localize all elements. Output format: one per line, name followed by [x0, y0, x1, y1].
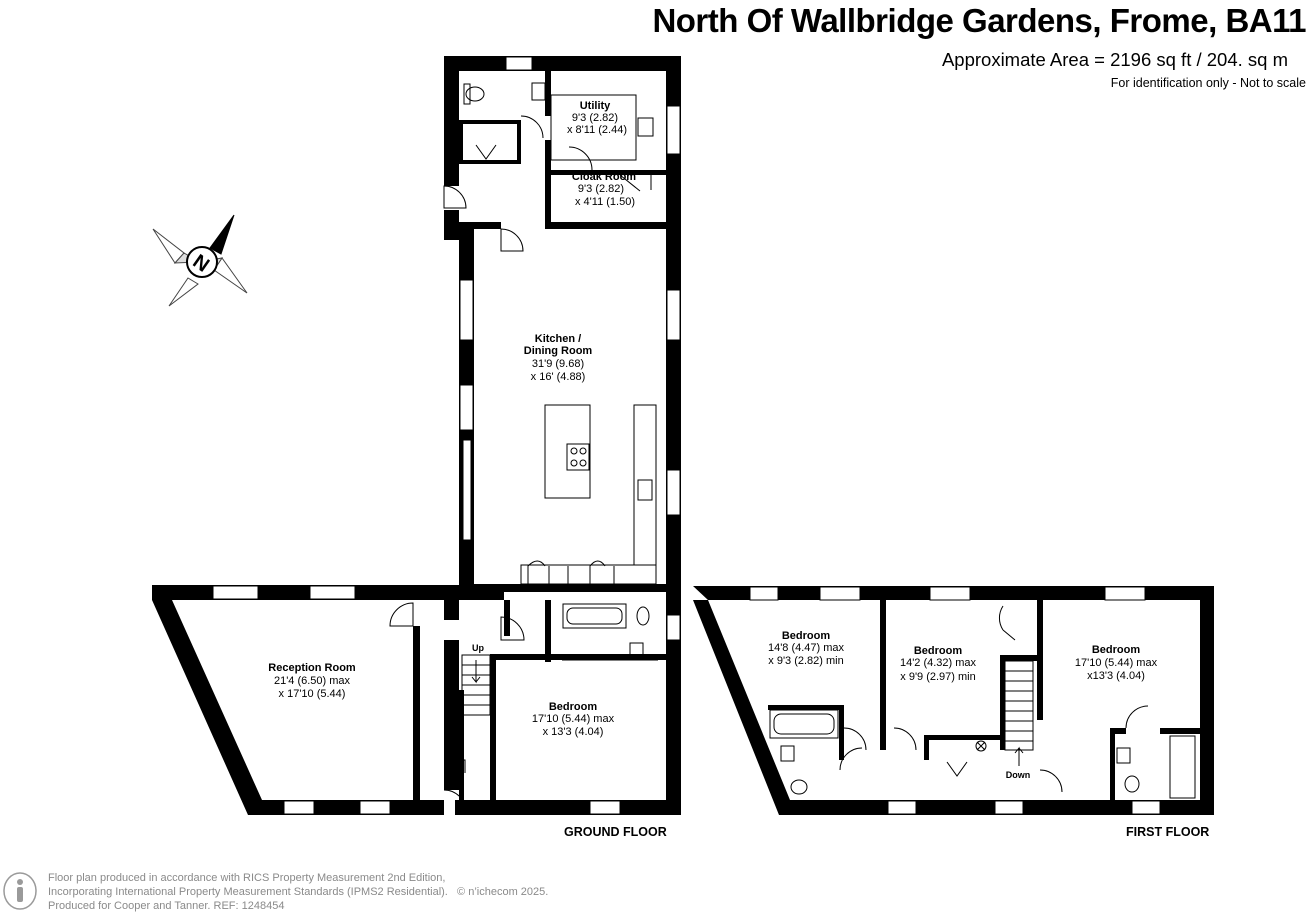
room-name2-kitchen: Dining Room [524, 345, 593, 357]
room-name-cloak-room: Cloak Room [572, 171, 636, 183]
footer-line-3: Produced for Cooper and Tanner. REF: 124… [48, 900, 285, 912]
room-dim1-ff-bedroom-2: 14'2 (4.32) max [900, 657, 977, 669]
ground-floor-windows [212, 56, 681, 815]
room-name-ff-bedroom-2: Bedroom [914, 645, 963, 657]
room-name-ff-bedroom-1: Bedroom [782, 630, 831, 642]
approximate-area: Approximate Area = 2196 sq ft / 204. sq … [941, 49, 1288, 70]
room-dim2-ff-bedroom-1: x 9'3 (2.82) min [768, 655, 843, 667]
identification-note: For identification only - Not to scale [1110, 76, 1306, 90]
page-title: North Of Wallbridge Gardens, Frome, BA11 [652, 2, 1306, 39]
room-name-utility: Utility [580, 100, 611, 112]
room-name-ff-bedroom-3: Bedroom [1092, 644, 1141, 656]
room-dim2-gf-bedroom: x 13'3 (4.04) [543, 726, 604, 738]
info-person-icon [3, 872, 37, 910]
room-name-gf-bedroom: Bedroom [549, 701, 598, 713]
room-dim2-utility: x 8'11 (2.44) [567, 124, 627, 136]
footer-copyright: © n’ichecom 2025. [457, 886, 549, 898]
ground-floor-fixtures [389, 82, 658, 813]
room-name-reception: Reception Room [268, 662, 356, 674]
first-floor-fixtures [769, 605, 1196, 799]
room-dim1-ff-bedroom-3: 17'10 (5.44) max [1075, 657, 1158, 669]
room-dim2-ff-bedroom-2: x 9'9 (2.97) min [900, 671, 975, 683]
room-name-kitchen: Kitchen / [535, 333, 581, 345]
kitchen-island [544, 404, 591, 499]
footer-line-2-wrap: Incorporating International Property Mea… [48, 885, 548, 899]
room-dim1-utility: 9'3 (2.82) [572, 112, 618, 124]
first-floor-walls [693, 586, 1214, 815]
room-dim1-reception: 21'4 (6.50) max [274, 675, 351, 687]
first-floor-label: FIRST FLOOR [1126, 825, 1209, 839]
ground-floor-walls [152, 56, 681, 815]
room-dim1-gf-bedroom: 17'10 (5.44) max [532, 713, 615, 725]
footer-line-1: Floor plan produced in accordance with R… [48, 872, 446, 884]
ground-floor-label: GROUND FLOOR [564, 825, 667, 839]
footer-disclaimer: Floor plan produced in accordance with R… [48, 871, 548, 913]
first-floor-windows [749, 586, 1161, 815]
room-dim1-cloak-room: 9'3 (2.82) [578, 183, 624, 195]
stairs-down-label: Down [1006, 770, 1031, 780]
room-dim2-cloak-room: x 4'11 (1.50) [575, 196, 635, 208]
room-dim2-ff-bedroom-3: x13'3 (4.04) [1087, 670, 1145, 682]
room-dim1-ff-bedroom-1: 14'8 (4.47) max [768, 642, 845, 654]
room-dim2-kitchen: x 16' (4.88) [531, 371, 586, 383]
room-dim2-reception: x 17'10 (5.44) [279, 688, 346, 700]
room-dim1-kitchen: 31'9 (9.68) [532, 358, 584, 370]
stairs-up-label: Up [472, 643, 484, 653]
footer-line-2: Incorporating International Property Mea… [48, 886, 448, 898]
compass-rose-icon: N [152, 214, 248, 307]
